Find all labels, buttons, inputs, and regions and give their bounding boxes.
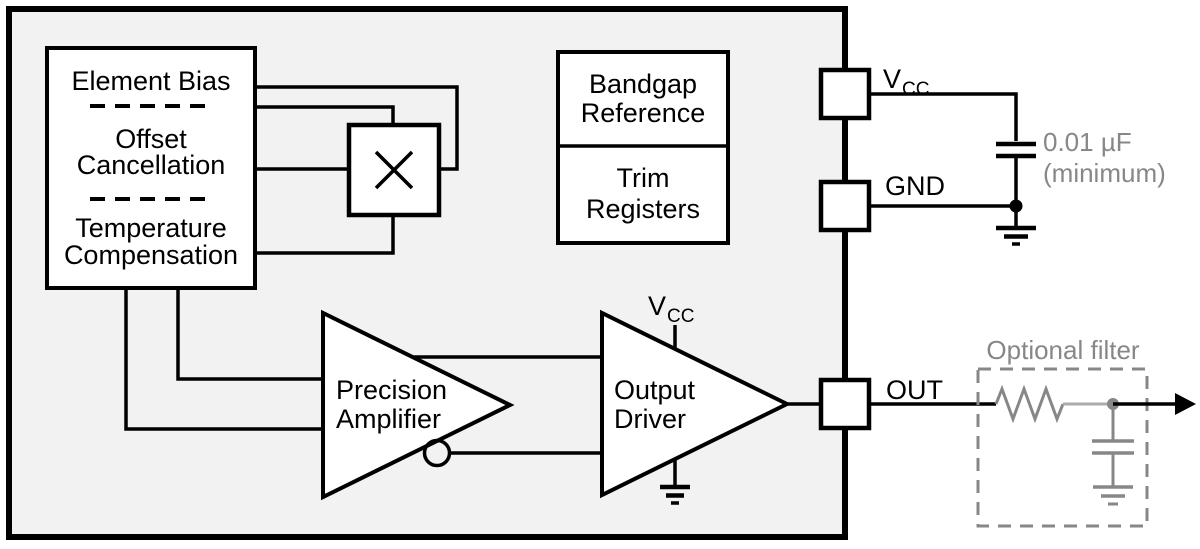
resistor-icon bbox=[994, 384, 1065, 424]
trim-label-line1: Trim bbox=[617, 163, 670, 193]
optional-filter-dashed-box bbox=[976, 367, 1149, 528]
bandgap-label-line2: Reference bbox=[581, 98, 706, 128]
precision-amplifier-label-line2: Amplifier bbox=[336, 404, 441, 434]
output-driver-label-line1: Output bbox=[614, 375, 696, 405]
precision-amplifier-block: Precision Amplifier bbox=[321, 309, 515, 501]
filter-capacitor-icon bbox=[1092, 404, 1134, 487]
offset-cancellation-label-line2: Cancellation bbox=[77, 150, 226, 180]
vcc-pin bbox=[818, 67, 872, 121]
junction-dot bbox=[1009, 199, 1023, 213]
temperature-compensation-label-line1: Temperature bbox=[75, 213, 227, 243]
output-driver-label-line2: Driver bbox=[614, 404, 686, 434]
optional-filter: Optional filter bbox=[976, 335, 1149, 528]
multiplier-block bbox=[346, 122, 442, 218]
front-end-block: Element Bias Offset Cancellation Tempera… bbox=[45, 46, 257, 290]
bypass-capacitor-value: 0.01 µF bbox=[1043, 127, 1132, 157]
gnd-pin bbox=[818, 179, 872, 233]
bandgap-label-line1: Bandgap bbox=[589, 69, 697, 99]
wire-bias-to-multiplier-top bbox=[255, 105, 395, 125]
driver-vcc-label: V bbox=[648, 291, 666, 321]
wire-frontend-to-amp-input2 bbox=[124, 288, 323, 431]
trim-label-line2: Registers bbox=[586, 194, 700, 224]
driver-supply: V CC bbox=[648, 291, 694, 349]
output-driver-triangle bbox=[600, 309, 792, 499]
temperature-compensation-label-line2: Compensation bbox=[64, 240, 238, 270]
filter-ground-icon bbox=[1093, 485, 1133, 506]
bypass-capacitor-icon bbox=[996, 141, 1036, 228]
inverting-bubble-icon bbox=[422, 438, 452, 468]
bypass-ground-icon bbox=[996, 225, 1036, 246]
bypass-capacitor-qualifier: (minimum) bbox=[1043, 158, 1166, 188]
precision-amplifier-triangle bbox=[321, 309, 515, 501]
vcc-pin-subscript: CC bbox=[902, 79, 929, 100]
wire-bias-to-multiplier-right bbox=[255, 85, 459, 171]
output-arrow-icon bbox=[1175, 393, 1196, 415]
out-pin-circuit: OUT Optional filter bbox=[818, 335, 1196, 528]
driver-vcc-subscript: CC bbox=[667, 306, 694, 327]
internal-wires bbox=[124, 85, 821, 455]
wire-frontend-to-amp-input1 bbox=[176, 288, 323, 381]
driver-ground-icon bbox=[660, 458, 690, 505]
precision-amplifier-label-line1: Precision bbox=[336, 375, 447, 405]
out-pin-label: OUT bbox=[886, 375, 943, 405]
element-bias-label: Element Bias bbox=[71, 66, 230, 96]
vcc-pin-label: V bbox=[883, 64, 901, 94]
vcc-pin-circuit: V CC GND 0.01 µF (minimum) bbox=[818, 64, 1166, 246]
offset-cancellation-label-line1: Offset bbox=[115, 124, 187, 154]
optional-filter-title: Optional filter bbox=[986, 335, 1140, 365]
out-pin bbox=[818, 377, 872, 431]
output-driver-block: Output Driver V CC bbox=[600, 291, 792, 505]
multiplier-icon bbox=[374, 150, 414, 190]
gnd-pin-label: GND bbox=[885, 171, 945, 201]
vcc-external-wire bbox=[869, 92, 1018, 141]
bandgap-trim-block: Bandgap Reference Trim Registers bbox=[556, 50, 730, 245]
wire-temp-to-multiplier-bottom bbox=[255, 216, 395, 255]
front-end-box bbox=[45, 46, 257, 290]
